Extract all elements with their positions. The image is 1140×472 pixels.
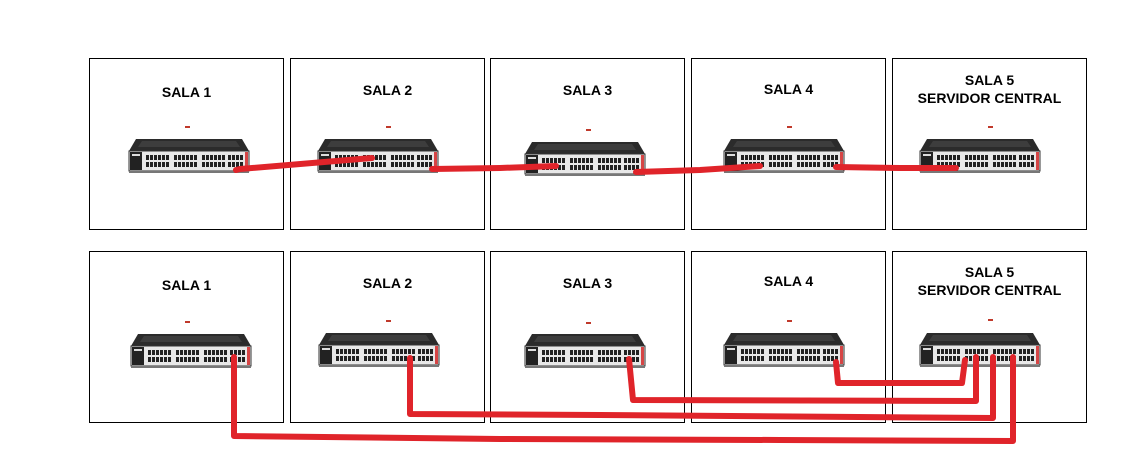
room-box-top-sala-4: SALA 4 xyxy=(691,58,886,230)
room-title: SALA 4 xyxy=(763,81,814,97)
status-led-icon xyxy=(585,322,591,324)
network-switch-icon xyxy=(128,139,250,173)
status-led-icon xyxy=(786,126,792,128)
room-title: SALA 5 SERVIDOR CENTRAL xyxy=(917,72,1062,106)
status-led-icon xyxy=(987,126,993,128)
room-box-top-sala-2: SALA 2 xyxy=(290,58,485,230)
room-box-bottom-sala-1: SALA 1 xyxy=(89,251,284,423)
status-led-icon xyxy=(184,126,190,128)
room-title: SALA 5 SERVIDOR CENTRAL xyxy=(917,264,1062,298)
room-box-bottom-sala-3: SALA 3 xyxy=(490,251,685,423)
room-box-bottom-sala-4: SALA 4 xyxy=(691,251,886,423)
status-led-icon xyxy=(184,321,190,323)
room-title: SALA 4 xyxy=(763,273,814,289)
room-box-bottom-sala-2: SALA 2 xyxy=(290,251,485,423)
network-switch-icon xyxy=(919,139,1041,173)
status-led-icon xyxy=(385,126,391,128)
room-title: SALA 2 xyxy=(362,275,413,291)
room-box-top-sala-5: SALA 5 SERVIDOR CENTRAL xyxy=(892,58,1087,230)
room-title: SALA 1 xyxy=(161,84,212,100)
status-led-icon xyxy=(987,319,993,321)
status-led-icon xyxy=(585,129,591,131)
network-switch-icon xyxy=(524,142,646,176)
network-switch-icon xyxy=(524,334,646,368)
network-switch-icon xyxy=(919,333,1041,367)
status-led-icon xyxy=(786,320,792,322)
room-box-top-sala-3: SALA 3 xyxy=(490,58,685,230)
network-switch-icon xyxy=(317,139,439,173)
network-switch-icon xyxy=(723,333,845,367)
room-box-top-sala-1: SALA 1 xyxy=(89,58,284,230)
room-title: SALA 1 xyxy=(161,277,212,293)
network-switch-icon xyxy=(130,334,252,368)
room-title: SALA 2 xyxy=(362,82,413,98)
room-box-bottom-sala-5: SALA 5 SERVIDOR CENTRAL xyxy=(892,251,1087,423)
room-title: SALA 3 xyxy=(562,82,613,98)
network-switch-icon xyxy=(318,333,440,367)
network-switch-icon xyxy=(723,139,845,173)
room-title: SALA 3 xyxy=(562,275,613,291)
status-led-icon xyxy=(385,320,391,322)
